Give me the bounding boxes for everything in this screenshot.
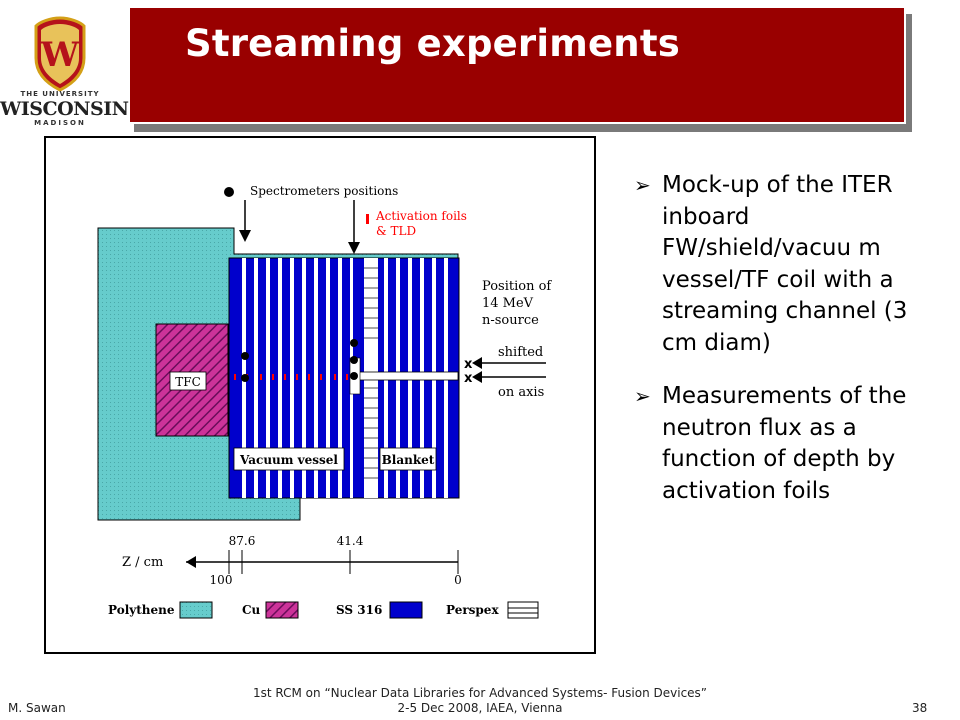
source-label-2: 14 MeV [482, 296, 534, 311]
activation-label-1: Activation foils [375, 209, 467, 223]
legend-ss316-swatch [389, 601, 423, 619]
axis-title: Z / cm [122, 555, 163, 570]
legend-polythene-swatch [179, 601, 213, 619]
tick-41-4: 41.4 [337, 534, 364, 548]
legend-perspex-label: Perspex [446, 603, 499, 617]
tick-100: 100 [210, 573, 233, 587]
depth-axis [186, 550, 459, 574]
bullet-item: ➢ Measurements of the neutron flux as a … [634, 381, 934, 507]
activation-foils [234, 374, 348, 380]
vacuum-vessel-label-box [233, 447, 345, 471]
material-legend: Polythene Cu SS 316 Perspex [108, 601, 539, 619]
arrow-bullet-icon: ➢ [634, 384, 651, 408]
tick-0: 0 [454, 573, 462, 587]
bullet-text-mockup: Mock-up of the ITER inboard FW/shield/va… [662, 172, 908, 356]
logo-line-wisconsin: WISCONSIN [0, 98, 129, 120]
activation-label-2: & TLD [376, 224, 416, 238]
footer-conference-line2: 2-5 Dec 2008, IAEA, Vienna [397, 701, 563, 715]
page-number: 38 [912, 701, 928, 715]
crest-letter: W [40, 35, 80, 75]
blanket-label: Blanket [382, 453, 435, 467]
activation-legend-mark [366, 214, 369, 224]
source-label-1: Position of [482, 279, 552, 294]
shifted-label: shifted [498, 345, 543, 360]
on-axis-label: on axis [498, 385, 544, 400]
legend-perspex-swatch [507, 601, 539, 619]
source-x-axis: x [464, 371, 473, 386]
bullet-text-measurements: Measurements of the neutron flux as a fu… [662, 383, 907, 504]
legend-cu-swatch [265, 601, 299, 619]
logo-line-university: THE UNIVERSITY [20, 90, 100, 98]
tfc-label: TFC [175, 375, 201, 389]
blanket-label-box [379, 447, 437, 471]
legend-polythene-label: Polythene [108, 603, 175, 617]
spectrometer-legend-dot [224, 187, 234, 197]
legend-cu-label: Cu [242, 603, 261, 617]
footer-author: M. Sawan [8, 701, 66, 715]
university-logo: W THE UNIVERSITY WISCONSIN MADISON [0, 14, 129, 130]
streaming-channel [351, 371, 459, 381]
spectrometer-dots [241, 339, 358, 382]
bullet-item: ➢ Mock-up of the ITER inboard FW/shield/… [634, 170, 934, 359]
source-x-shifted: x [464, 357, 473, 372]
crest-icon: W [34, 16, 86, 92]
legend-ss316-label: SS 316 [336, 603, 382, 617]
footer-conference: 1st RCM on “Nuclear Data Libraries for A… [190, 686, 770, 716]
source-label-3: n-source [482, 313, 539, 328]
spectrometers-label: Spectrometers positions [250, 184, 398, 198]
footer-conference-line1: 1st RCM on “Nuclear Data Libraries for A… [252, 686, 708, 700]
slide-title: Streaming experiments [185, 22, 680, 65]
title-banner [128, 6, 906, 124]
mockup-diagram: TFC Vacuum vessel Blanket [44, 136, 596, 654]
arrow-bullet-icon: ➢ [634, 173, 651, 197]
vacuum-vessel-label: Vacuum vessel [239, 453, 338, 467]
tfc-label-box [169, 371, 207, 391]
bullet-list: ➢ Mock-up of the ITER inboard FW/shield/… [634, 170, 934, 529]
logo-line-madison: MADISON [34, 119, 86, 127]
mockup-diagram-svg: TFC Vacuum vessel Blanket [97, 184, 552, 619]
tick-87-6: 87.6 [229, 534, 256, 548]
perspex-ladder [364, 267, 378, 479]
